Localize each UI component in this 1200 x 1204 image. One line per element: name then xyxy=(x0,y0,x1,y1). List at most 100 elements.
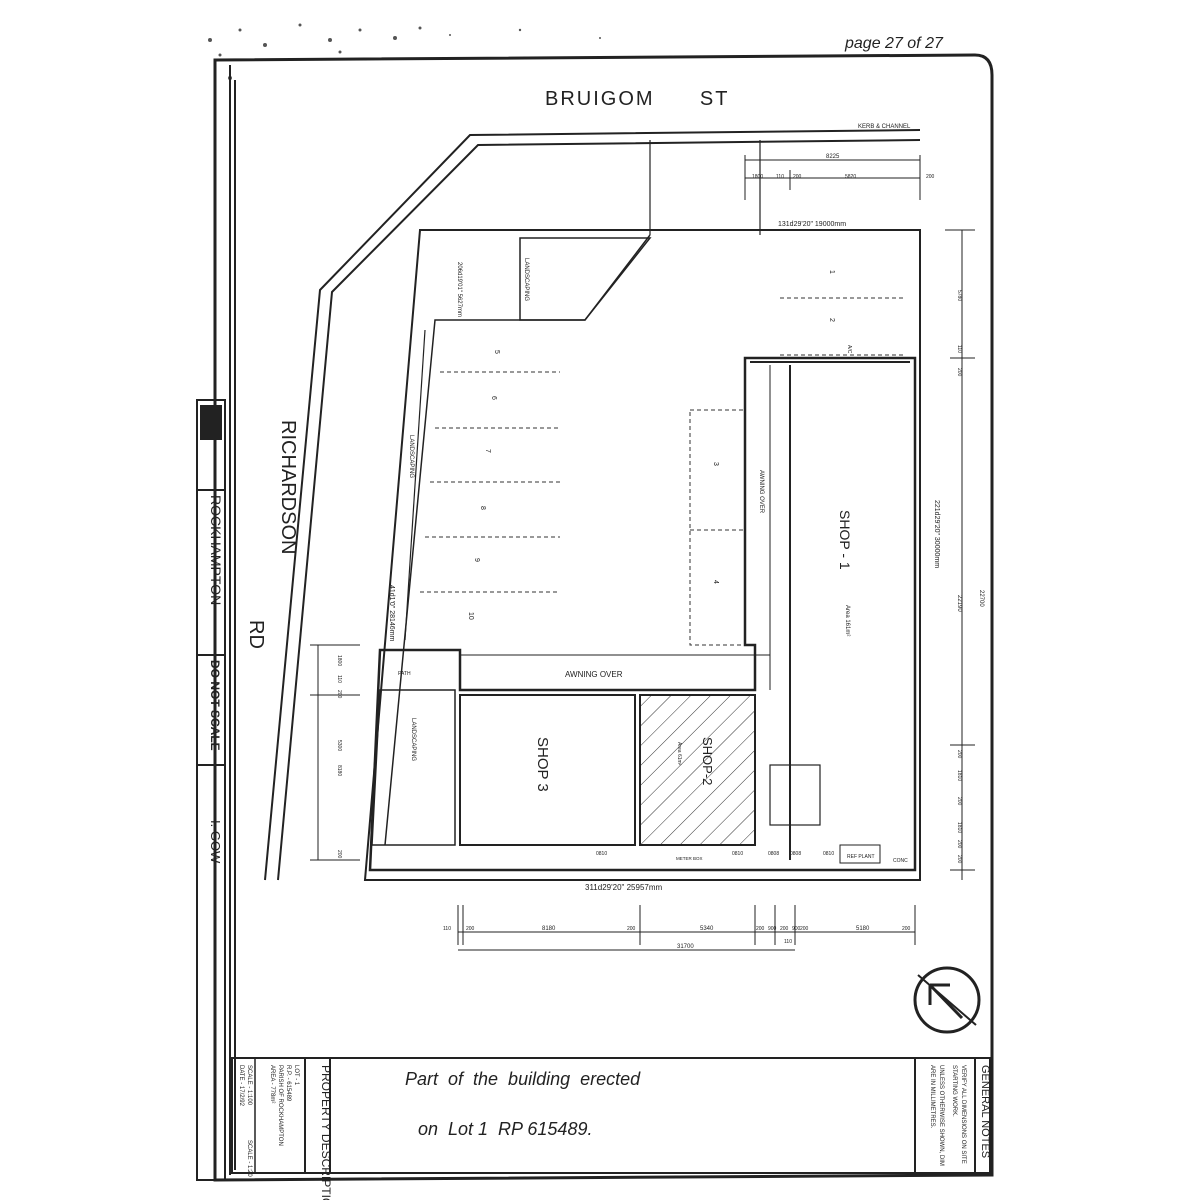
shop2-area-hatch xyxy=(639,694,756,846)
bottom-small-dim-3: 0808 xyxy=(768,851,779,857)
boundary-bottom-label: 311d29'20" 25957mm xyxy=(585,883,663,892)
road-curb-inner xyxy=(277,139,921,881)
notes-line-3: UNLESS OTHERWISE SHOWN, DIM xyxy=(938,1065,944,1166)
left-dimension-lines xyxy=(310,644,360,861)
right-dim-8: 200 xyxy=(956,797,962,806)
bottom-dim-2: 200 xyxy=(466,926,475,932)
road-left-name: RICHARDSON xyxy=(277,420,299,554)
boundary-top-label: 131d29'20" 19000mm xyxy=(778,221,846,228)
parking-2: 2 xyxy=(828,318,835,322)
scale-line-3: SCALE - 1:20 xyxy=(246,1140,252,1177)
bottom-dimension-lines xyxy=(457,905,916,951)
landscaping-bottom: LANDSCAPING xyxy=(410,718,416,761)
bottom-dim-12: 200 xyxy=(902,926,911,932)
lot-boundary xyxy=(363,229,921,881)
left-city-label: ROCKHAMPTON xyxy=(208,495,224,605)
meter-box-label: METER BOX xyxy=(676,856,703,861)
awning-vertical: AWNING OVER xyxy=(758,470,764,514)
building-outline xyxy=(368,356,917,872)
top-dim-1: 1800 xyxy=(752,174,763,180)
bottom-small-dim-5: 0810 xyxy=(823,851,834,857)
scale-line-1: SCALE - 1:100 xyxy=(246,1065,252,1106)
left-dim-3: 200 xyxy=(336,690,342,699)
bottom-small-dim-1: 0810 xyxy=(596,851,607,857)
parking-8: 8 xyxy=(479,506,486,510)
property-line-3: PARISH OF ROCKHAMPTON xyxy=(277,1065,283,1146)
top-dim-3: 200 xyxy=(793,174,802,180)
road-left-suffix: RD xyxy=(245,620,267,649)
north-arrow-icon xyxy=(913,966,981,1034)
road-curb-outer xyxy=(264,129,921,881)
shop1-area: Area 161m² xyxy=(844,605,850,636)
property-description-title: PROPERTY DESCRIPTION xyxy=(319,1065,333,1200)
handwritten-line-2: on Lot 1 RP 615489. xyxy=(418,1119,592,1139)
notes-line-4: ARE IN MILLIMETRES. xyxy=(929,1065,935,1129)
boundary-diag-label: 206d19'01" 5627mm xyxy=(456,262,462,317)
top-dim-2: 110 xyxy=(776,174,784,180)
top-dimension-lines xyxy=(744,155,921,200)
conc-label: CONC xyxy=(893,858,908,864)
left-dim-5: 8180 xyxy=(336,765,342,776)
parking-bays-middle xyxy=(689,409,746,646)
parking-7: 7 xyxy=(484,449,491,453)
parking-5: 5 xyxy=(493,350,500,354)
boundary-right-label: 221d29'20" 30000mm xyxy=(933,500,940,568)
path-label: PATH xyxy=(398,671,411,677)
street-top-label: BRUIGOM ST xyxy=(545,88,729,110)
parking-9: 9 xyxy=(473,558,480,562)
ref-plant-label: REF PLANT xyxy=(847,854,875,860)
general-notes-title: GENERAL NOTES xyxy=(979,1065,991,1158)
left-dim-4: 5300 xyxy=(336,740,342,751)
bottom-dim-6: 200 xyxy=(756,926,765,932)
awning-horizontal: AWNING OVER xyxy=(565,670,623,679)
boundary-left-label: 41d1'0" 28146mm xyxy=(388,585,395,642)
landscaping-left: LANDSCAPING xyxy=(408,435,414,478)
bottom-dim-9: 900 xyxy=(792,926,801,932)
drawn-by-label: I. GOW xyxy=(208,820,223,864)
landscaping-top: LANDSCAPING xyxy=(523,258,529,301)
top-dim-total: 8225 xyxy=(826,154,840,160)
right-dim-10: 200 xyxy=(956,840,962,849)
bottom-dim-4: 200 xyxy=(627,926,636,932)
title-block xyxy=(231,1057,991,1174)
bottom-dim-11: 5180 xyxy=(856,926,870,932)
property-line-4: AREA - 778m² xyxy=(269,1065,275,1103)
bottom-dim-5: 5340 xyxy=(700,926,714,932)
left-dim-6: 200 xyxy=(336,850,342,859)
parking-3: 3 xyxy=(712,462,719,466)
bottom-sub-dim: 110 xyxy=(784,939,792,945)
bottom-dim-1: 110 xyxy=(443,926,451,932)
right-dim-9: 1810 xyxy=(956,822,962,833)
right-dim-1: 5780 xyxy=(956,290,962,301)
left-dim-1: 1800 xyxy=(336,655,342,666)
parking-4: 4 xyxy=(712,580,719,584)
bottom-dim-10: 200 xyxy=(800,926,809,932)
kerb-label: KERB & CHANNEL xyxy=(858,124,911,130)
right-dim-2: 110 xyxy=(956,345,962,353)
property-line-2: R.P. - 615489 xyxy=(285,1065,291,1102)
top-dim-5: 200 xyxy=(926,174,935,180)
parking-1: 1 xyxy=(828,270,835,274)
ac-label: A/C xyxy=(846,345,852,354)
right-dimension-lines xyxy=(945,229,975,880)
right-dim-4: 22700 xyxy=(978,590,984,607)
handwritten-line-1: Part of the building erected xyxy=(405,1069,641,1089)
right-dim-7: 1810 xyxy=(956,770,962,781)
parking-6: 6 xyxy=(490,396,497,400)
top-dim-4: 5820 xyxy=(845,174,856,180)
parking-10: 10 xyxy=(467,612,474,620)
scale-line-2: DATE - 17/2/92 xyxy=(238,1065,244,1107)
outer-border xyxy=(213,53,994,1182)
scan-noise xyxy=(208,23,601,80)
firm-logo xyxy=(200,405,222,440)
toilet-block xyxy=(769,764,821,826)
shop3-room xyxy=(459,694,636,846)
right-dim-11: 200 xyxy=(956,855,962,864)
bottom-small-dim-2: 0810 xyxy=(732,851,743,857)
right-dim-6: 200 xyxy=(956,750,962,759)
parking-bays-top xyxy=(780,297,905,356)
parking-bays-left xyxy=(420,371,560,593)
property-line-1: LOT - 1 xyxy=(293,1065,299,1086)
shop3-label: SHOP 3 xyxy=(534,737,551,792)
